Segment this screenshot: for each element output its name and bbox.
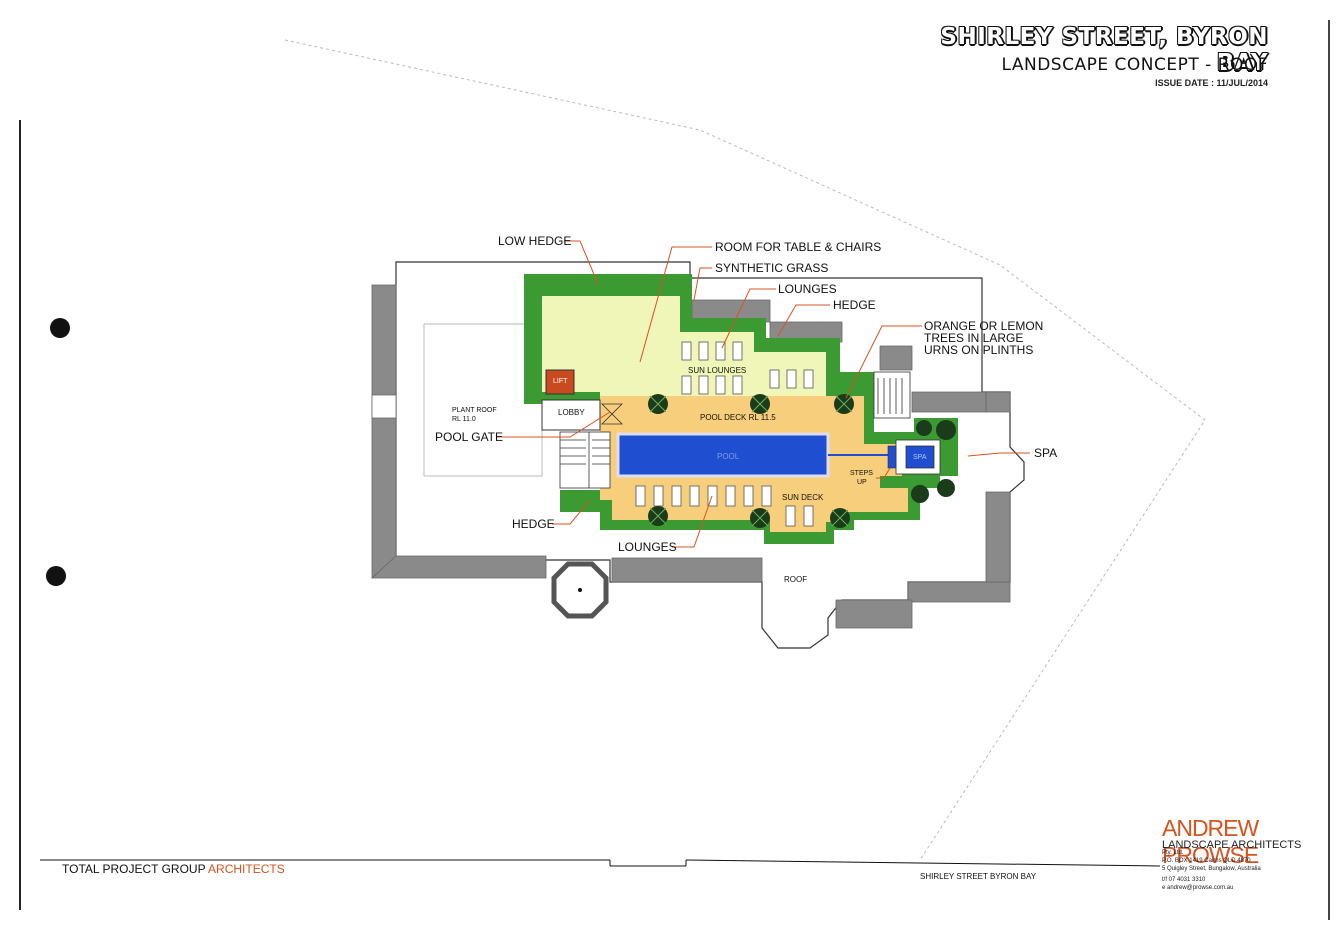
lift-shaft — [545, 369, 575, 395]
label-sun-deck: SUN DECK — [782, 493, 824, 502]
label-pool-deck: POOL DECK RL 11.5 — [700, 413, 776, 422]
issue-date: ISSUE DATE : 11/JUL/2014 — [1155, 78, 1268, 88]
callout-trees-3: URNS ON PLINTHS — [924, 343, 1034, 357]
callout-leaders — [496, 240, 1030, 548]
callout-trees-2: TREES IN LARGE — [924, 331, 1024, 345]
footer-rule — [40, 859, 1161, 867]
lobby-room — [541, 399, 601, 431]
stair-left — [559, 431, 611, 489]
label-spa-inner: SPA — [913, 454, 927, 461]
left-border-line — [19, 120, 21, 910]
parapet-walls — [370, 284, 1011, 629]
firm-phone: t/f 07 4031 3310 — [1162, 877, 1206, 883]
label-steps-1: STEPS — [850, 470, 873, 477]
footer-architect-accent: ARCHITECTS — [208, 862, 285, 876]
site-boundary — [284, 39, 1206, 861]
firm-logo-subtitle: LANDSCAPE ARCHITECTS — [1162, 839, 1302, 851]
label-roof: ROOF — [784, 575, 808, 584]
punch-hole-top — [50, 318, 70, 338]
callout-low-hedge: LOW HEDGE — [498, 234, 572, 248]
spa-pool — [905, 445, 935, 469]
callout-spa: SPA — [1034, 446, 1058, 460]
label-sun-lounges: SUN LOUNGES — [688, 366, 747, 375]
callout-hedge-top: HEDGE — [833, 298, 876, 312]
label-plant-roof-rl: RL 11.0 — [452, 416, 476, 423]
right-border-line — [1328, 20, 1330, 920]
footer-architect: TOTAL PROJECT GROUP ARCHITECTS — [62, 862, 285, 876]
punch-hole-bottom — [46, 566, 66, 586]
label-pool: POOL — [717, 452, 740, 461]
label-lift: LIFT — [553, 378, 568, 385]
footer-project-name: SHIRLEY STREET BYRON BAY — [920, 872, 1037, 881]
drawing-subtitle: LANDSCAPE CONCEPT - ROOF — [1001, 55, 1268, 75]
firm-logo-name: ANDREW PROWSE — [1162, 815, 1259, 868]
callout-synthetic-grass: SYNTHETIC GRASS — [715, 261, 829, 275]
callout-room-for-table: ROOM FOR TABLE & CHAIRS — [715, 240, 882, 254]
callout-pool-gate: POOL GATE — [435, 430, 504, 444]
callout-lounges-bottom: LOUNGES — [618, 540, 677, 554]
callout-trees-1: ORANGE OR LEMON — [924, 319, 1044, 333]
label-plant-roof: PLANT ROOF — [452, 407, 497, 414]
label-lobby: LOBBY — [558, 408, 585, 417]
sun-lounges — [635, 341, 814, 527]
firm-pty: Pty. Ltd. — [1162, 850, 1184, 856]
drawing-title: SHIRLEY STREET, BYRON BAY — [940, 24, 1268, 76]
firm-po-box: P.O. BOX 1419 Cairns QLD 4870 — [1162, 858, 1251, 864]
label-steps-2: UP — [857, 479, 867, 486]
firm-email: e andrew@prowse.com.au — [1162, 885, 1234, 891]
callout-hedge-bottom: HEDGE — [512, 517, 555, 531]
stair-right — [873, 371, 911, 419]
footer-architect-name: TOTAL PROJECT GROUP — [62, 862, 206, 876]
firm-street: 5 Quigley Street, Bungalow, Australia — [1162, 866, 1261, 872]
callout-lounges-top: LOUNGES — [778, 282, 837, 296]
